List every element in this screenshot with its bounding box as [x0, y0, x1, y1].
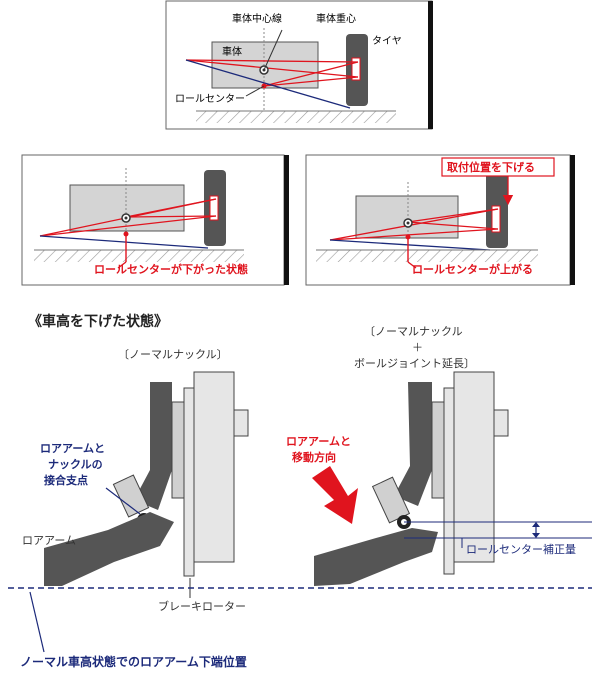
joint-label-1: ロアアームと [40, 442, 105, 455]
right-border-bar [428, 1, 433, 129]
right-knuckle-assembly: 〔ノーマルナックル ＋ ボールジョイント延長〕 [312, 325, 509, 586]
mid-left-diagram: ロールセンターが下がった状態 [21, 154, 289, 286]
knuckle-ext-plus: ＋ [412, 341, 423, 354]
left-knuckle-assembly: 〔ノーマルナックル〕 [44, 348, 249, 586]
brake-rotor-right [443, 387, 455, 575]
lower-mount-callout [441, 157, 555, 177]
right-labels: ロアアームと 移動方向 ロールセンター補正量 [286, 435, 592, 556]
mid-right-lower-mount: 取付位置を下げる [447, 160, 535, 174]
normal-knuckle-label: 〔ノーマルナックル〕 [118, 348, 228, 361]
top-diagram: 車体中心線 車体重心 タイヤ 車体 ロールセンター [165, 0, 433, 130]
knuckle-ext-line1: 〔ノーマルナックル [364, 325, 463, 338]
left-lower-arm [44, 512, 174, 586]
move-direction-arrow [312, 466, 358, 524]
top-cog-label: 車体重心 [316, 12, 356, 25]
top-rollcenter-label: ロールセンター [175, 93, 245, 105]
body-block [211, 41, 319, 89]
knuckle-upper-right [394, 382, 432, 506]
top-tire-label: タイヤ [372, 35, 402, 47]
rc-correction-label: ロールセンター補正量 [466, 543, 576, 556]
top-body-label: 車体 [222, 45, 242, 58]
joint-label-2: ナックルの [48, 458, 103, 471]
top-centerline-label: 車体中心線 [232, 12, 282, 25]
mid-right-caption: ロールセンターが上がる [412, 262, 533, 276]
mid-left-caption: ロールセンターが下がった状態 [94, 262, 248, 276]
brake-rotor-label: ブレーキローター [158, 599, 246, 613]
knuckle-ext-line2: ボールジョイント延長〕 [354, 357, 475, 370]
knuckle-upper [134, 382, 172, 510]
joint-label-3: 接合支点 [44, 473, 88, 487]
brake-rotor [183, 387, 195, 577]
left-labels: ロアアームと ナックルの 接合支点 ロアアーム ブレーキローター [22, 442, 246, 613]
move-dir-label-1: ロアアームと [286, 435, 351, 448]
mid-right-diagram: 取付位置を下げる ロールセンターが上がる [305, 154, 575, 286]
normal-height-label: ノーマル車高状態でのロアアーム下端位置 [20, 654, 247, 669]
lower-arm-label: ロアアーム [22, 534, 76, 547]
bottom-heading: 《車高を下げた状態》 [28, 313, 168, 330]
right-lower-arm [314, 528, 438, 586]
move-dir-label-2: 移動方向 [292, 450, 336, 464]
